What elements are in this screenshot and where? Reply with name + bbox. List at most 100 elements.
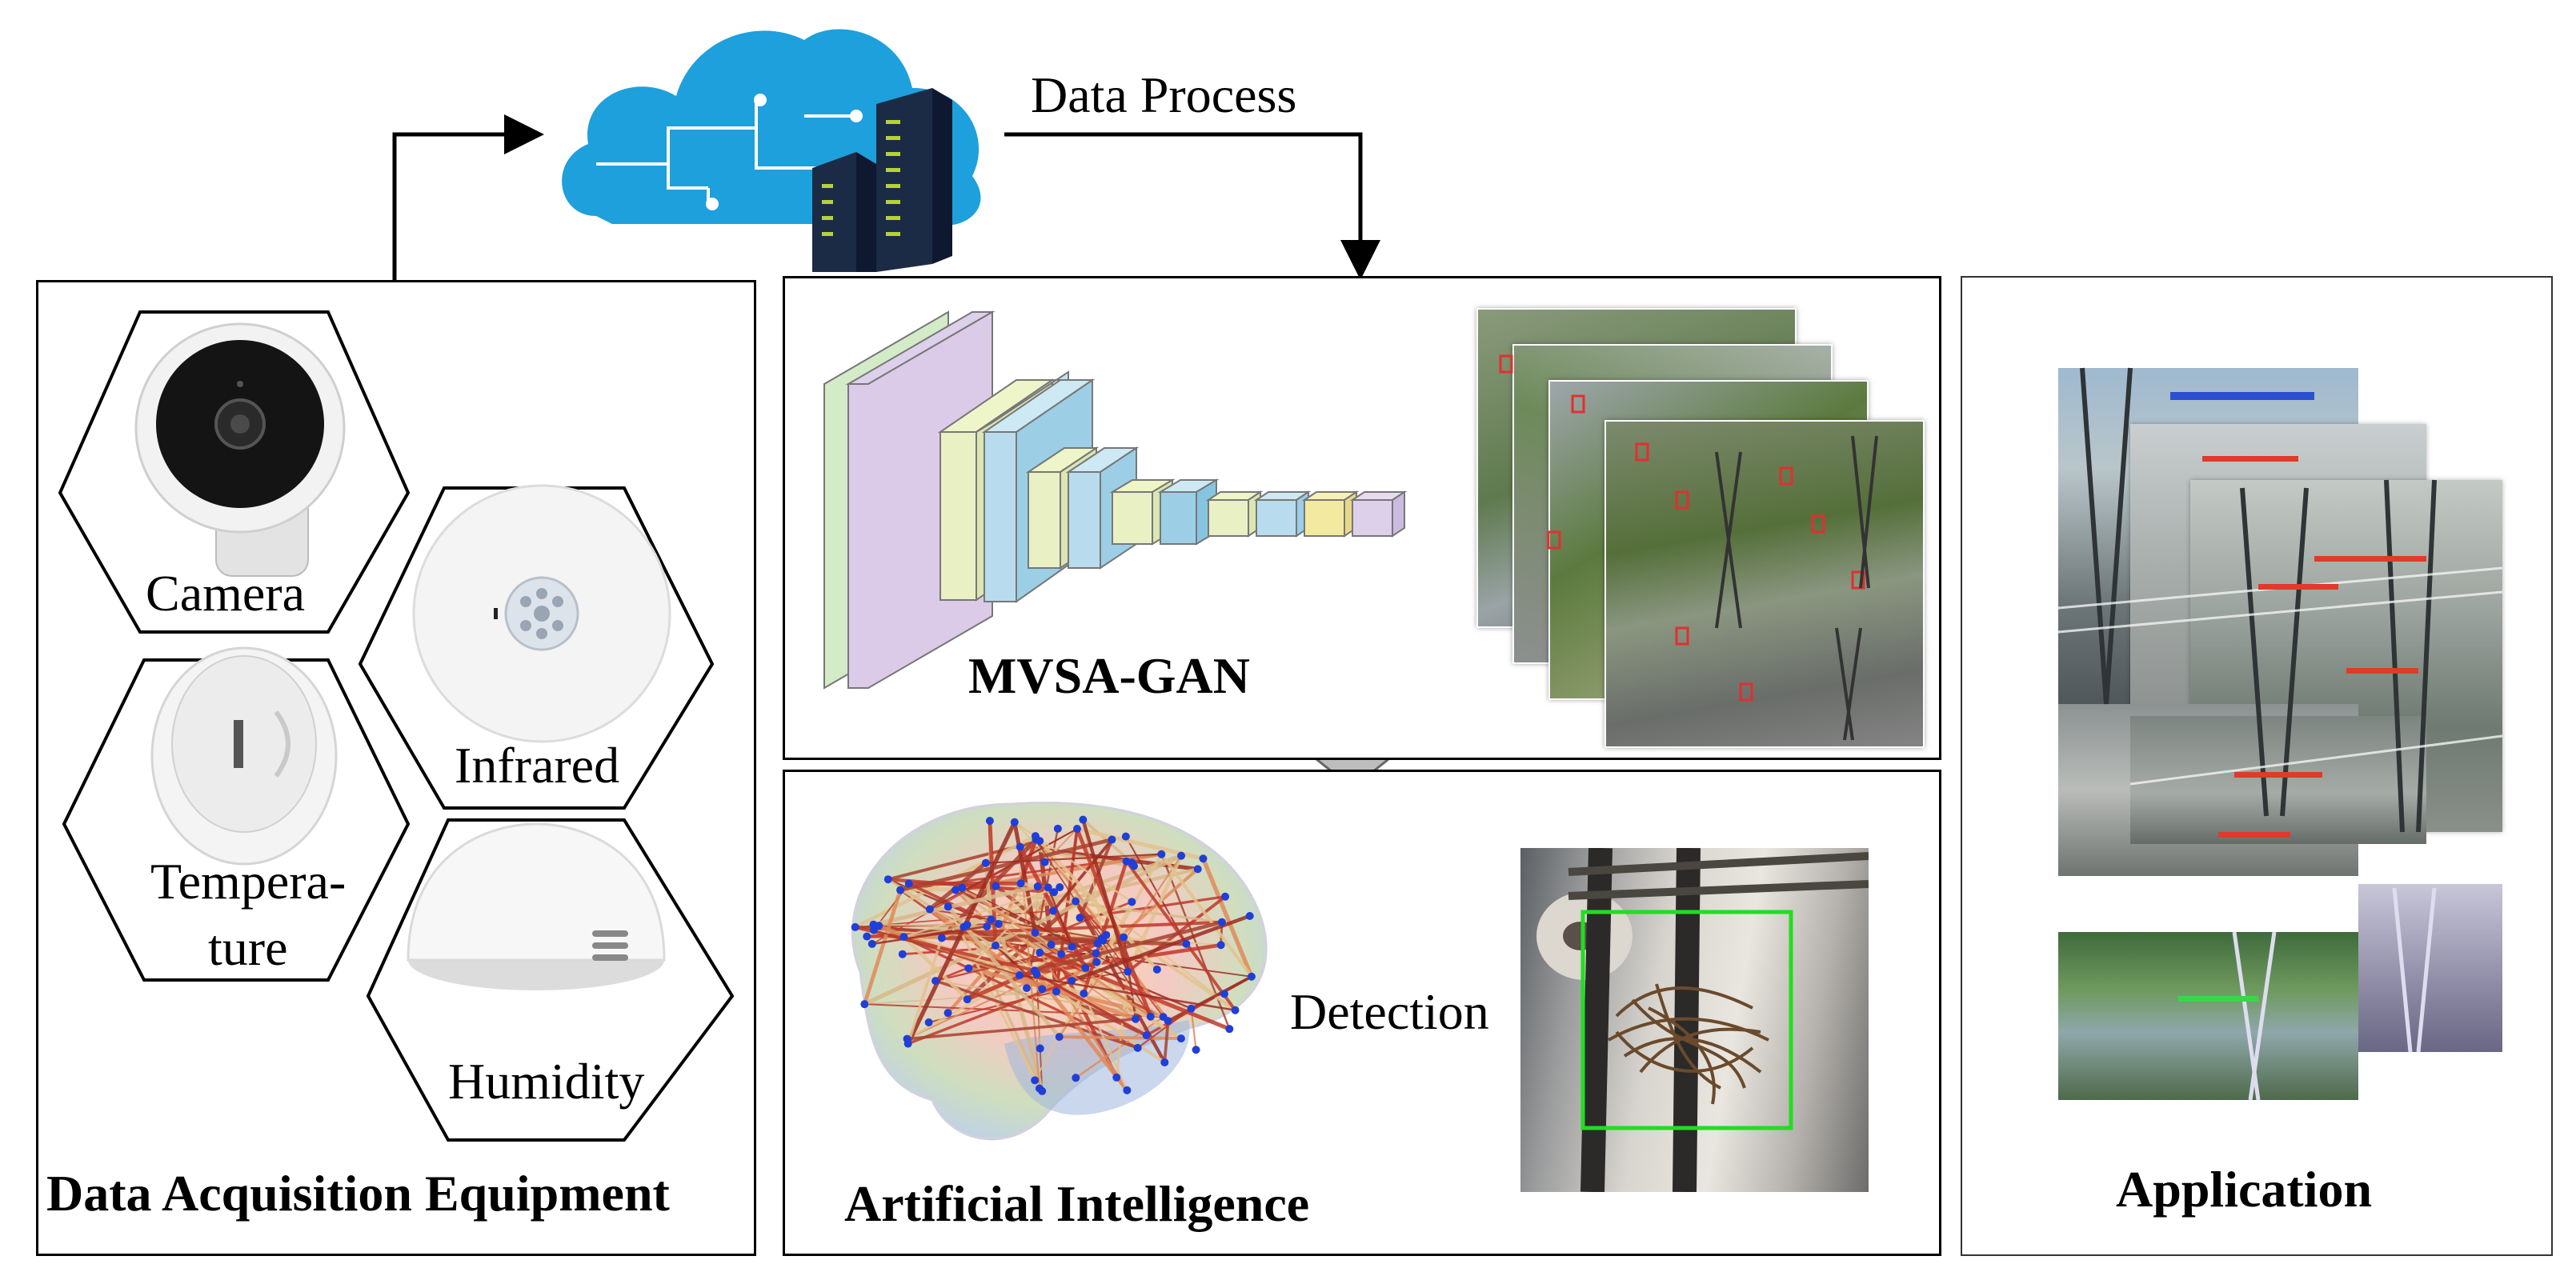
network-node bbox=[1081, 963, 1090, 972]
detection-bounding-box bbox=[1580, 910, 1793, 1130]
app-photo bbox=[2058, 932, 2358, 1100]
network-node bbox=[896, 886, 905, 894]
network-node bbox=[1038, 985, 1047, 994]
network-edge bbox=[906, 946, 1073, 1040]
network-node bbox=[1225, 1025, 1234, 1034]
network-node bbox=[992, 882, 1000, 890]
network-node bbox=[1072, 897, 1080, 906]
network-node bbox=[1044, 883, 1052, 892]
network-edge bbox=[1019, 974, 1236, 1011]
network-node bbox=[1057, 950, 1066, 958]
network-node bbox=[1245, 911, 1254, 920]
network-edge bbox=[906, 821, 1017, 1045]
network-edge bbox=[1081, 819, 1130, 973]
network-edge bbox=[1125, 860, 1237, 1011]
network-edge bbox=[961, 886, 1128, 973]
network-node bbox=[1047, 940, 1056, 949]
network-node bbox=[1052, 987, 1061, 996]
network-edge bbox=[1035, 838, 1152, 1018]
network-node bbox=[983, 922, 992, 930]
network-edge bbox=[1038, 839, 1159, 971]
network-node bbox=[1192, 1046, 1200, 1054]
network-edge bbox=[1012, 822, 1038, 934]
brain-network-diagram bbox=[851, 802, 1268, 1141]
infrared-label: Infrared bbox=[455, 737, 620, 794]
network-edge bbox=[907, 1017, 1136, 1041]
network-edge bbox=[1163, 1020, 1170, 1063]
camera-device bbox=[134, 322, 346, 577]
network-node bbox=[1112, 1073, 1121, 1082]
network-node bbox=[958, 883, 967, 892]
humidity-label: Humidity bbox=[448, 1053, 645, 1110]
infrared-device bbox=[412, 484, 671, 743]
network-node bbox=[951, 886, 959, 894]
network-node bbox=[1193, 865, 1202, 874]
network-node bbox=[1247, 972, 1256, 981]
network-edge bbox=[968, 886, 1049, 970]
network-node bbox=[1132, 1014, 1140, 1023]
network-edge bbox=[872, 884, 1039, 927]
network-node bbox=[963, 995, 972, 1004]
network-node bbox=[931, 977, 940, 986]
network-node bbox=[1050, 888, 1059, 897]
network-edge bbox=[1167, 975, 1252, 1022]
network-node bbox=[1176, 1034, 1185, 1043]
network-node bbox=[898, 950, 907, 958]
network-node bbox=[1102, 930, 1111, 939]
arrow-to-cloud bbox=[392, 114, 544, 280]
network-edge bbox=[1083, 993, 1128, 1091]
network-node bbox=[1016, 879, 1025, 888]
network-node bbox=[1187, 1004, 1196, 1013]
network-node bbox=[943, 902, 952, 911]
network-edge bbox=[1082, 860, 1128, 994]
network-node bbox=[1036, 1044, 1044, 1053]
network-edge bbox=[903, 926, 964, 938]
network-node bbox=[1072, 825, 1081, 834]
network-node bbox=[1122, 857, 1131, 866]
network-node bbox=[869, 920, 878, 929]
network-edge bbox=[873, 929, 1020, 976]
network-edge bbox=[1047, 886, 1073, 948]
network-node bbox=[883, 875, 892, 884]
network-edge bbox=[1034, 920, 1223, 973]
network-edge bbox=[1124, 836, 1188, 945]
network-node bbox=[1031, 928, 1040, 937]
network-node bbox=[1221, 892, 1230, 901]
data-process-label: Data Process bbox=[1031, 66, 1297, 123]
network-edge bbox=[1055, 867, 1200, 993]
network-node bbox=[1056, 883, 1064, 892]
network-node bbox=[1124, 967, 1132, 976]
network-node bbox=[1133, 1043, 1142, 1052]
network-edge bbox=[903, 886, 1060, 938]
data-acquisition-title: Data Acquisition Equipment bbox=[46, 1165, 670, 1222]
network-node bbox=[1040, 858, 1049, 866]
network-edge bbox=[985, 853, 1162, 864]
network-node bbox=[1092, 949, 1100, 958]
network-node bbox=[1216, 941, 1225, 950]
network-edge bbox=[864, 1003, 1164, 1018]
network-node bbox=[937, 934, 946, 942]
application-title: Application bbox=[2116, 1161, 2373, 1218]
network-node bbox=[1079, 815, 1088, 824]
network-node bbox=[903, 1034, 911, 1043]
network-node bbox=[904, 879, 913, 888]
network-edge bbox=[1035, 973, 1129, 1092]
network-node bbox=[943, 1009, 952, 1018]
temperature-label-line2: ture bbox=[208, 919, 288, 976]
network-node bbox=[1053, 824, 1062, 833]
network-node bbox=[1068, 942, 1076, 951]
arrow-from-cloud bbox=[1004, 132, 1380, 280]
network-node bbox=[981, 858, 990, 867]
network-node bbox=[1072, 1074, 1080, 1082]
network-node bbox=[1182, 939, 1191, 948]
network-edge bbox=[1071, 914, 1251, 983]
generated-image-stack bbox=[1476, 308, 1925, 748]
temperature-device bbox=[150, 646, 338, 866]
network-edge bbox=[1055, 990, 1166, 1064]
application-image-stack bbox=[2057, 367, 2503, 1101]
mvsa-gan-title: MVSA-GAN bbox=[968, 647, 1250, 704]
network-node bbox=[1055, 1033, 1064, 1042]
network-node bbox=[1016, 842, 1024, 851]
network-node bbox=[1010, 818, 1019, 826]
network-edge bbox=[878, 924, 1139, 1050]
